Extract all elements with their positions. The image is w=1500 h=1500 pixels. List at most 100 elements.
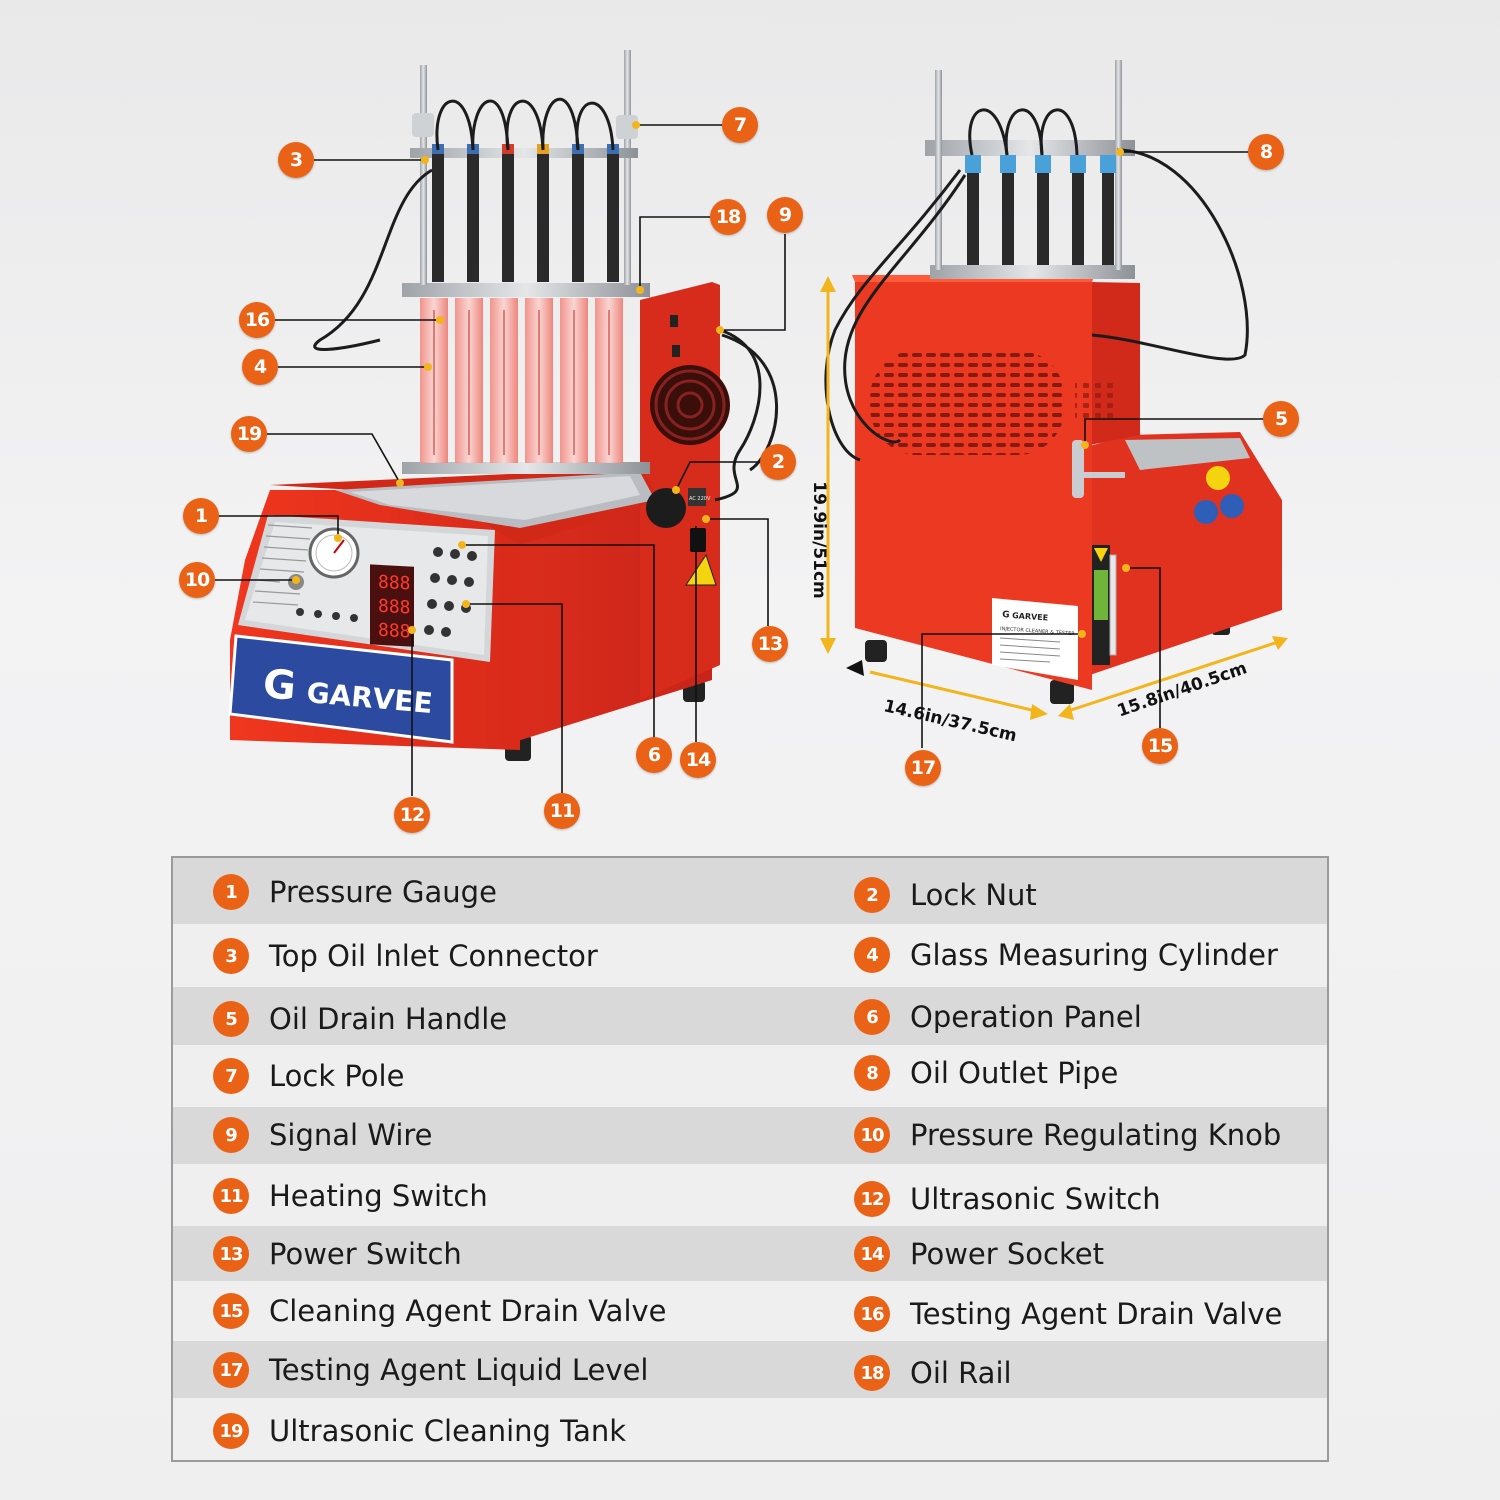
- legend-number: 11: [213, 1178, 249, 1214]
- legend-label: Oil Drain Handle: [269, 1002, 508, 1036]
- legend-item-19: 19 Ultrasonic Cleaning Tank: [213, 1413, 626, 1449]
- legend-item-4: 4 Glass Measuring Cylinder: [854, 937, 1278, 973]
- legend-label: Pressure Regulating Knob: [910, 1118, 1282, 1152]
- legend-number: 8: [854, 1055, 890, 1091]
- legend-item-13: 13 Power Switch: [213, 1236, 462, 1272]
- legend-item-8: 8 Oil Outlet Pipe: [854, 1055, 1118, 1091]
- callout-19: 19: [231, 416, 267, 452]
- legend-label: Heating Switch: [269, 1179, 488, 1213]
- svg-text:888: 888: [378, 596, 410, 619]
- legend-label: Ultrasonic Cleaning Tank: [269, 1414, 627, 1448]
- legend-number: 17: [213, 1352, 249, 1388]
- legend-number: 10: [854, 1117, 890, 1153]
- legend-item-1: 1 Pressure Gauge: [213, 874, 497, 910]
- legend-number: 3: [213, 938, 249, 974]
- legend-row-5: [173, 1107, 1327, 1164]
- callout-4: 4: [242, 349, 278, 385]
- leader-dots: [292, 121, 1130, 638]
- legend-row-1: [173, 858, 1327, 924]
- legend-item-12: 12 Ultrasonic Switch: [854, 1181, 1161, 1217]
- back-label-brand: GARVEE: [1012, 611, 1049, 622]
- callout-3: 3: [278, 142, 314, 178]
- legend-item-6: 6 Operation Panel: [854, 999, 1142, 1035]
- legend-label: Glass Measuring Cylinder: [910, 938, 1278, 972]
- legend-number: 1: [213, 874, 249, 910]
- legend-row-2: [173, 924, 1327, 987]
- front-view-machine: 888 888 888 G GARVEE: [228, 50, 779, 761]
- svg-text:G: G: [1002, 610, 1010, 620]
- legend-number: 12: [854, 1181, 890, 1217]
- callout-12: 12: [394, 797, 430, 833]
- callout-1: 1: [183, 498, 219, 534]
- legend-label: Oil Outlet Pipe: [910, 1056, 1119, 1090]
- legend-row-9: [173, 1341, 1327, 1398]
- callout-16: 16: [239, 302, 275, 338]
- legend-row-8: [173, 1281, 1327, 1341]
- legend-number: 16: [854, 1296, 890, 1332]
- legend-item-18: 18 Oil Rail: [854, 1355, 1012, 1391]
- callout-11: 11: [544, 793, 580, 829]
- legend-item-10: 10 Pressure Regulating Knob: [854, 1117, 1281, 1153]
- legend-label: Signal Wire: [269, 1118, 433, 1152]
- callout-15: 15: [1142, 728, 1178, 764]
- legend-number: 7: [213, 1058, 249, 1094]
- legend-row-6: [173, 1164, 1327, 1226]
- legend-item-3: 3 Top Oil lnlet Connector: [213, 938, 598, 974]
- callout-7: 7: [722, 107, 758, 143]
- callout-6: 6: [636, 737, 672, 773]
- callout-10: 10: [179, 562, 215, 598]
- legend-number: 18: [854, 1355, 890, 1391]
- callout-17: 17: [905, 750, 941, 786]
- dimension-height: 19.9in/51cm: [808, 481, 829, 599]
- legend-label: Cleaning Agent Drain Valve: [269, 1294, 667, 1328]
- legend-item-11: 11 Heating Switch: [213, 1178, 488, 1214]
- legend-row-4: [173, 1045, 1327, 1107]
- legend-number: 5: [213, 1001, 249, 1037]
- legend-label: Lock Nut: [910, 878, 1037, 912]
- legend-row-7: [173, 1226, 1327, 1281]
- back-label-title: INJECTOR CLEANER & TESTER: [1000, 626, 1076, 637]
- svg-text:888: 888: [378, 572, 410, 595]
- legend-item-16: 16 Testing Agent Drain Valve: [854, 1296, 1282, 1332]
- legend-label: Testing Agent Drain Valve: [910, 1297, 1283, 1331]
- power-tag-text: AC 220V: [689, 496, 711, 502]
- legend-item-7: 7 Lock Pole: [213, 1058, 404, 1094]
- product-figure: 888 888 888 G GARVEE: [179, 50, 1299, 833]
- legend-item-14: 14 Power Socket: [854, 1236, 1104, 1272]
- legend-item-2: 2 Lock Nut: [854, 877, 1037, 913]
- legend-label: Pressure Gauge: [269, 875, 497, 909]
- svg-text:888: 888: [378, 620, 410, 643]
- callout-5: 5: [1263, 401, 1299, 437]
- legend-number: 9: [213, 1117, 249, 1153]
- callout-18: 18: [710, 199, 746, 235]
- callout-8: 8: [1248, 134, 1284, 170]
- legend-number: 13: [213, 1236, 249, 1272]
- callout-2: 2: [760, 444, 796, 480]
- legend-label: Lock Pole: [269, 1059, 405, 1093]
- legend-number: 6: [854, 999, 890, 1035]
- legend-item-9: 9 Signal Wire: [213, 1117, 433, 1153]
- callout-9: 9: [767, 197, 803, 233]
- back-view-machine: G GARVEE INJECTOR CLEANER & TESTER: [824, 60, 1282, 704]
- legend-label: Power Switch: [269, 1237, 462, 1271]
- legend-item-15: 15 Cleaning Agent Drain Valve: [213, 1293, 667, 1329]
- legend-item-5: 5 Oil Drain Handle: [213, 1001, 507, 1037]
- legend-label: Power Socket: [910, 1237, 1104, 1271]
- legend-row-3: [173, 987, 1327, 1045]
- legend-label: Top Oil lnlet Connector: [269, 939, 598, 973]
- legend-item-17: 17 Testing Agent Liquid Level: [213, 1352, 648, 1388]
- legend-number: 19: [213, 1413, 249, 1449]
- svg-text:G: G: [261, 661, 298, 710]
- leader-lines: [215, 124, 1265, 796]
- parts-legend-table: 1 Pressure Gauge 3 Top Oil lnlet Connect…: [171, 856, 1329, 1462]
- legend-number: 2: [854, 877, 890, 913]
- legend-number: 4: [854, 937, 890, 973]
- callout-13: 13: [752, 626, 788, 662]
- legend-label: Operation Panel: [910, 1000, 1142, 1034]
- legend-label: Testing Agent Liquid Level: [269, 1353, 649, 1387]
- machine-illustration: 888 888 888 G GARVEE: [215, 50, 1288, 796]
- legend-number: 15: [213, 1293, 249, 1329]
- dimension-arrows: [820, 276, 1288, 720]
- legend-label: Ultrasonic Switch: [910, 1182, 1161, 1216]
- callout-14: 14: [680, 742, 716, 778]
